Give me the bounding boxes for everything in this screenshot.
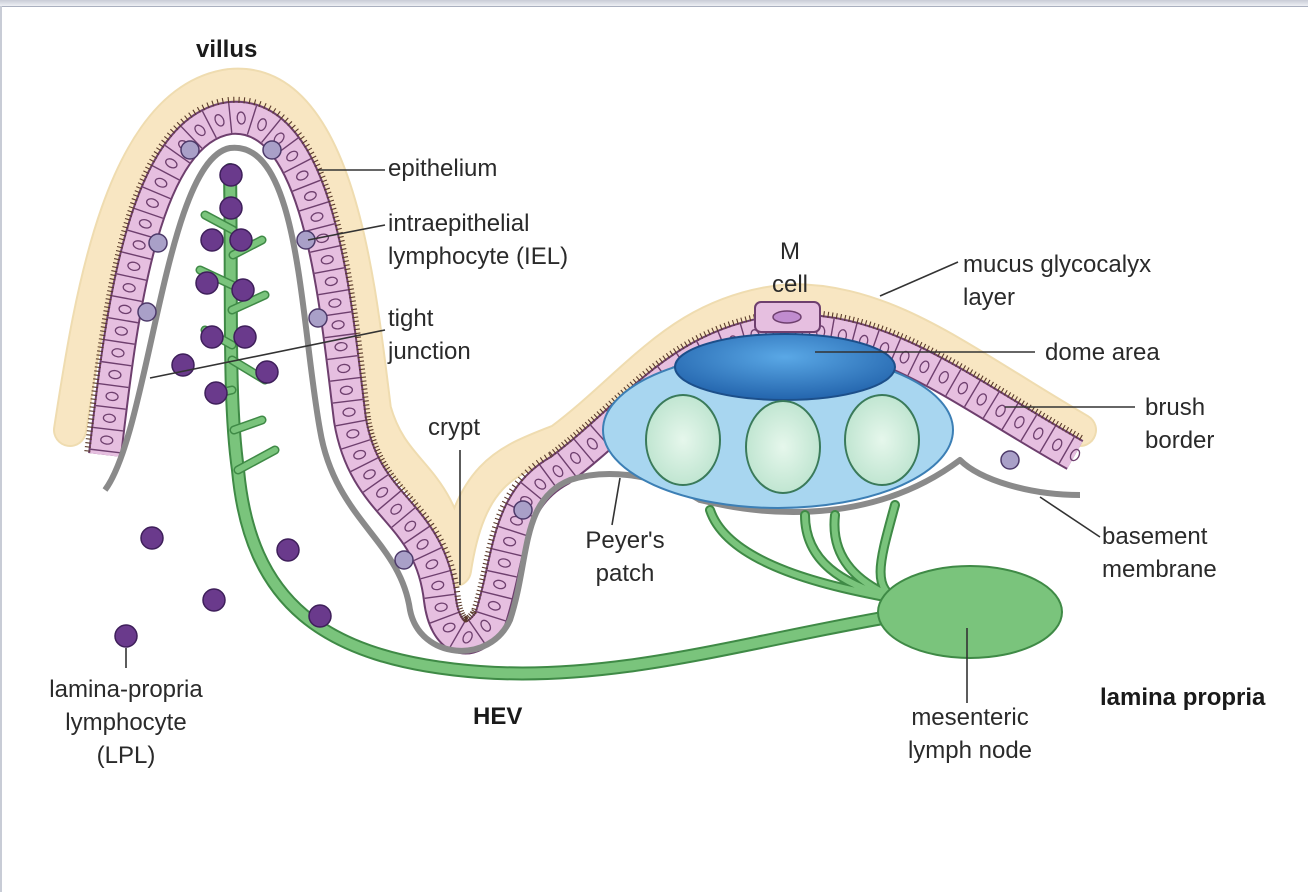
m-cell-label: M cell xyxy=(755,235,825,301)
brush-border-tick xyxy=(355,337,361,338)
brush-border-tick xyxy=(92,387,98,388)
brush-border-tick xyxy=(244,97,245,103)
lymphoid-follicle xyxy=(845,395,919,485)
brush-border-tick xyxy=(357,349,363,350)
peyers-patch-label: Peyer's patch xyxy=(575,524,675,590)
brush-border-tick xyxy=(356,341,362,342)
brush-border-tick xyxy=(455,596,461,597)
brush-border-tick xyxy=(91,395,97,396)
lamina-propria-label: lamina propria xyxy=(1100,681,1265,714)
dome-area xyxy=(675,334,895,400)
brush-border-tick xyxy=(87,427,93,428)
brush-border-tick xyxy=(93,379,99,380)
brush-border-tick xyxy=(356,345,362,346)
brush-border-tick xyxy=(364,413,370,414)
brush-border-tick xyxy=(362,393,368,394)
brush-border-tick xyxy=(361,389,367,390)
brush-border-tick xyxy=(87,431,93,432)
mucus-glycocalyx-label: mucus glycocalyx layer xyxy=(963,248,1151,314)
brush-border-tick xyxy=(85,447,91,448)
brush-border-tick xyxy=(358,361,364,362)
brush-border-tick xyxy=(365,416,371,417)
epithelium-label: epithelium xyxy=(388,152,497,185)
hev-label: HEV xyxy=(473,700,522,733)
brush-border-tick xyxy=(359,365,365,366)
brush-border-tick xyxy=(91,399,97,400)
lymphoid-follicle xyxy=(746,401,820,493)
mesenteric-lymph-node-label: mesenteric lymph node xyxy=(880,701,1060,767)
basement-membrane-label: basement membrane xyxy=(1102,520,1217,586)
crypt-label: crypt xyxy=(428,411,480,444)
brush-border-tick xyxy=(85,443,91,444)
brush-border-tick xyxy=(92,391,98,392)
brush-border-tick xyxy=(90,403,96,404)
brush-border-tick xyxy=(360,381,366,382)
brush-border-tick xyxy=(88,419,94,420)
brush-border-tick xyxy=(89,411,95,412)
brush-border-tick xyxy=(362,397,368,398)
brush-border-tick xyxy=(360,377,366,378)
iel-label: intraepithelial lymphocyte (IEL) xyxy=(388,207,568,273)
brush-border-tick xyxy=(363,405,369,406)
brush-border-tick xyxy=(360,373,366,374)
brush-border-tick xyxy=(88,423,94,424)
lymphoid-follicle xyxy=(646,395,720,485)
brush-border-tick xyxy=(90,407,96,408)
brush-border-tick xyxy=(86,439,92,440)
mesenteric-lymph-node xyxy=(878,566,1062,658)
brush-border-tick xyxy=(89,415,95,416)
lpl-label: lamina-propria lymphocyte (LPL) xyxy=(16,673,236,772)
brush-border-tick xyxy=(364,409,370,410)
brush-border-tick xyxy=(228,97,229,103)
brush-border-label: brush border xyxy=(1145,391,1214,457)
brush-border-tick xyxy=(358,357,364,358)
dome-area-label: dome area xyxy=(1045,336,1160,369)
brush-border-tick xyxy=(824,311,825,317)
brush-border-tick xyxy=(86,435,92,436)
villus-label: villus xyxy=(196,33,257,66)
m-cell-nucleus xyxy=(773,311,801,323)
tight-junction-label: tight junction xyxy=(388,302,471,368)
brush-border-tick xyxy=(361,385,367,386)
lamina-propria-lymphocytes xyxy=(115,527,331,647)
brush-border-tick xyxy=(93,383,99,384)
brush-border-tick xyxy=(363,401,369,402)
brush-border-tick xyxy=(357,353,363,354)
brush-border-tick xyxy=(84,451,90,452)
brush-border-tick xyxy=(359,369,365,370)
